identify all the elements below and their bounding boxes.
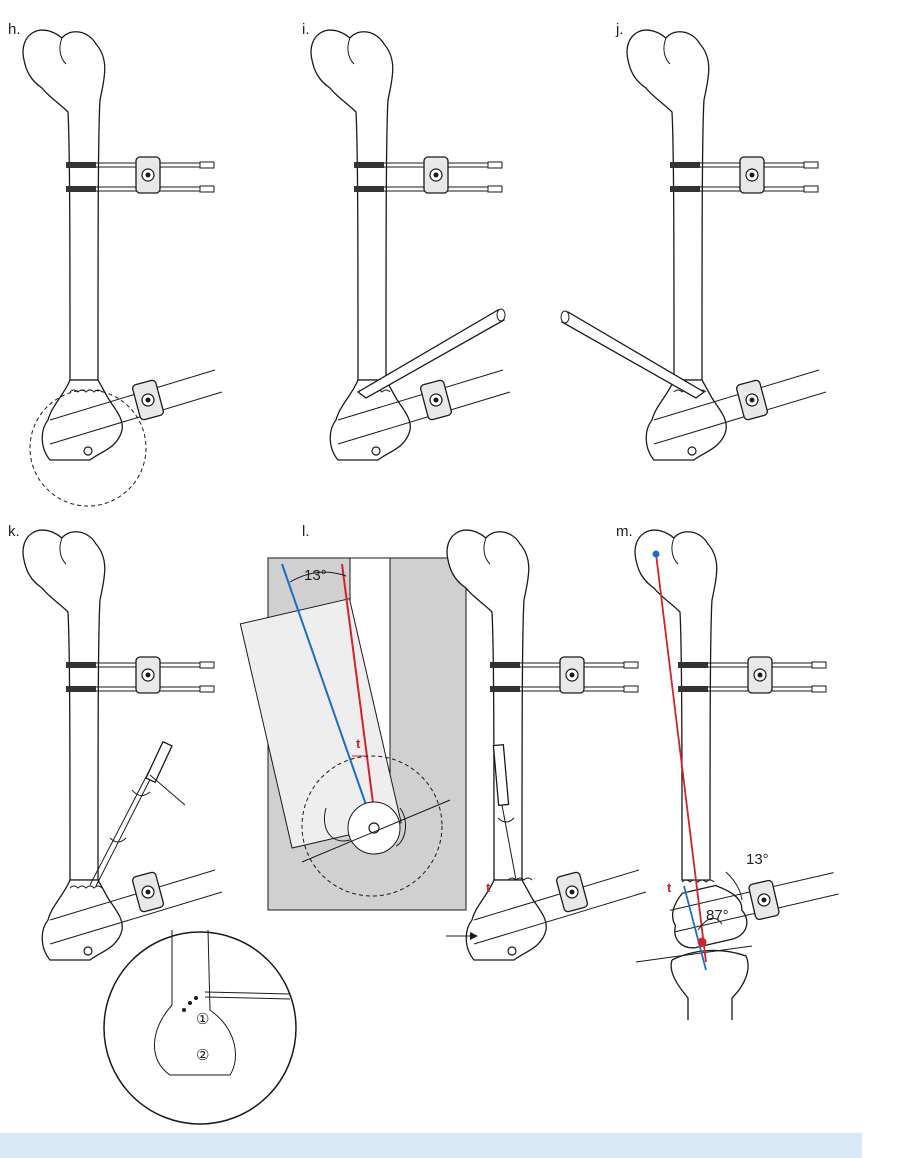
inset-number-1: ① — [196, 1011, 209, 1028]
magnified-inset: ① ② — [103, 929, 297, 1125]
drill-sleeve — [561, 311, 706, 399]
t-label: t — [356, 736, 361, 751]
angle-label-13-m: 13° — [746, 851, 769, 868]
panel-l: l. 13° t — [239, 523, 647, 961]
focus-circle — [29, 389, 147, 507]
panel-label-j: j. — [615, 21, 624, 38]
panel-i: i. — [302, 21, 511, 461]
t-label-2: t — [486, 880, 491, 895]
dashed-circle — [301, 755, 443, 897]
angle-label-87: 87° — [706, 907, 729, 924]
panel-k: k. ① ② — [8, 523, 297, 1125]
t-label-m: t — [667, 880, 672, 895]
mechanical-axis-blue — [683, 885, 707, 971]
red-axis-line — [341, 563, 377, 827]
panel-h: h. — [8, 21, 223, 507]
mechanical-axis-red — [655, 553, 707, 963]
panel-label-l: l. — [302, 523, 310, 540]
angle-label-13: 13° — [304, 567, 327, 584]
panel-label-k: k. — [8, 523, 20, 540]
caption-bar — [0, 1133, 862, 1158]
panel-j: j. — [560, 21, 827, 461]
panel-m: m. 13° 87° t — [616, 523, 839, 1020]
rotation-arrow — [131, 789, 151, 796]
drill-sleeve — [356, 309, 505, 399]
panel-label-i: i. — [302, 21, 310, 38]
panel-label-m: m. — [616, 523, 633, 540]
panel-label-h: h. — [8, 21, 21, 38]
blue-axis-line — [281, 563, 373, 823]
inset-number-2: ② — [196, 1047, 209, 1064]
